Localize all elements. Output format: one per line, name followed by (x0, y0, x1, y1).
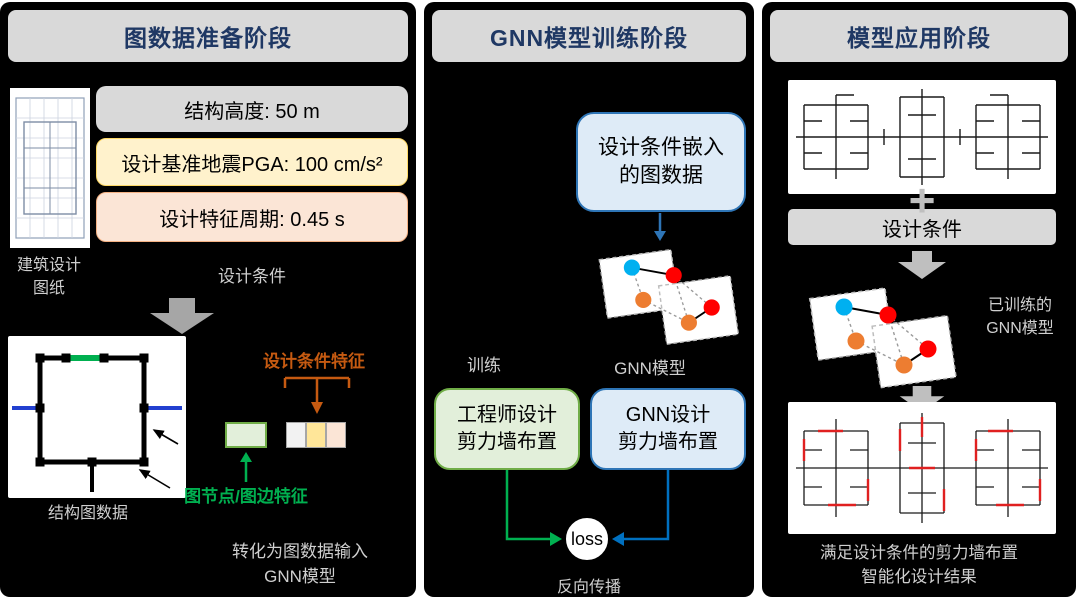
gray-down-arrow-icon-2 (899, 386, 945, 412)
input-floor-plan (788, 80, 1056, 194)
engineer-design-line2: 剪力墙布置 (457, 431, 557, 453)
design-period-box: 设计特征周期: 0.45 s (96, 192, 408, 242)
condition-feature-cell-3 (326, 422, 346, 448)
condition-feature-cell-2 (306, 422, 326, 448)
design-condition-feature-title: 设计条件特征 (263, 352, 365, 371)
gnn-design-line2: 剪力墙布置 (618, 431, 718, 453)
engineer-design-box: 工程师设计 剪力墙布置 (434, 388, 580, 470)
embedded-graph-data-line2: 的图数据 (619, 164, 703, 187)
graph-caption: 结构图数据 (47, 505, 128, 522)
right-panel-header: 模型应用阶段 (770, 10, 1068, 62)
structure-graph-diagram (8, 336, 186, 498)
gnn-design-box: GNN设计 剪力墙布置 (590, 388, 746, 470)
middle-panel-header: GNN模型训练阶段 (432, 10, 746, 62)
gnn-graph-illustration (598, 248, 740, 346)
trained-model-label: 已训练的 GNN模型 (968, 294, 1072, 340)
design-pga-box: 设计基准地震PGA: 100 cm/s² (96, 138, 408, 186)
trained-model-line2: GNN模型 (986, 320, 1054, 338)
condition-feature-cell-1 (286, 422, 306, 448)
trained-model-line1: 已训练的 (987, 297, 1052, 314)
right-bottom-line2: 智能化设计结果 (861, 567, 977, 586)
trained-gnn-illustration (808, 287, 957, 389)
blue-down-arrow-icon (654, 213, 666, 241)
plus-icon: + (908, 174, 936, 226)
embedded-graph-data-line1: 设计条件嵌入 (598, 135, 724, 159)
panel-graph-data-preparation: 图数据准备阶段 结构高度: 50 m 设计基准地震PGA: 100 cm/s² … (0, 2, 416, 597)
design-condition-box: 设计条件 (788, 209, 1056, 245)
structure-graph-drawing (12, 353, 182, 492)
down-block-arrow-icon (150, 298, 214, 334)
input-floor-plan-drawing (796, 89, 1048, 185)
conditions-caption: 设计条件 (218, 267, 286, 286)
green-up-arrow-icon (240, 452, 252, 482)
right-bottom-line1: 满足设计条件的剪力墙布置 (820, 544, 1018, 562)
gnn-design-line1: GNN设计 (625, 404, 711, 426)
embedded-graph-data-box: 设计条件嵌入 的图数据 (576, 112, 746, 212)
thumb-caption-line2: 图纸 (32, 280, 65, 298)
structure-height-box: 结构高度: 50 m (96, 86, 408, 132)
backprop-label: 反向传播 (556, 579, 621, 596)
output-floor-plan (788, 402, 1056, 534)
left-bottom-caption: 转化为图数据输入 GNN模型 (200, 540, 400, 589)
loss-node: loss (564, 516, 610, 562)
gnn-model-label: GNN模型 (614, 359, 686, 378)
node-edge-feature-label: 图节点/图边特征 (184, 487, 308, 506)
thumb-caption: 建筑设计 图纸 (2, 254, 96, 300)
left-bottom-line2: GNN模型 (264, 566, 336, 586)
node-feature-cell (225, 422, 267, 448)
engineer-design-line1: 工程师设计 (457, 404, 557, 426)
right-bottom-caption: 满足设计条件的剪力墙布置 智能化设计结果 (766, 542, 1072, 590)
panel-model-application: 模型应用阶段 + 设计条件 (762, 2, 1076, 597)
left-panel-header: 图数据准备阶段 (8, 10, 408, 62)
panel-gnn-training: GNN模型训练阶段 设计条件嵌入 的图数据 (424, 2, 754, 597)
gray-down-arrow-icon-1 (898, 251, 946, 279)
floor-plan-thumbnail (10, 88, 90, 248)
feature-bracket-icon (283, 376, 351, 414)
thumb-caption-line1: 建筑设计 (16, 257, 81, 274)
loss-connector-arrows (505, 470, 670, 546)
left-bottom-line1: 转化为图数据输入 (232, 542, 368, 561)
train-label: 训练 (467, 356, 501, 375)
output-floor-plan-drawing (796, 413, 1048, 523)
